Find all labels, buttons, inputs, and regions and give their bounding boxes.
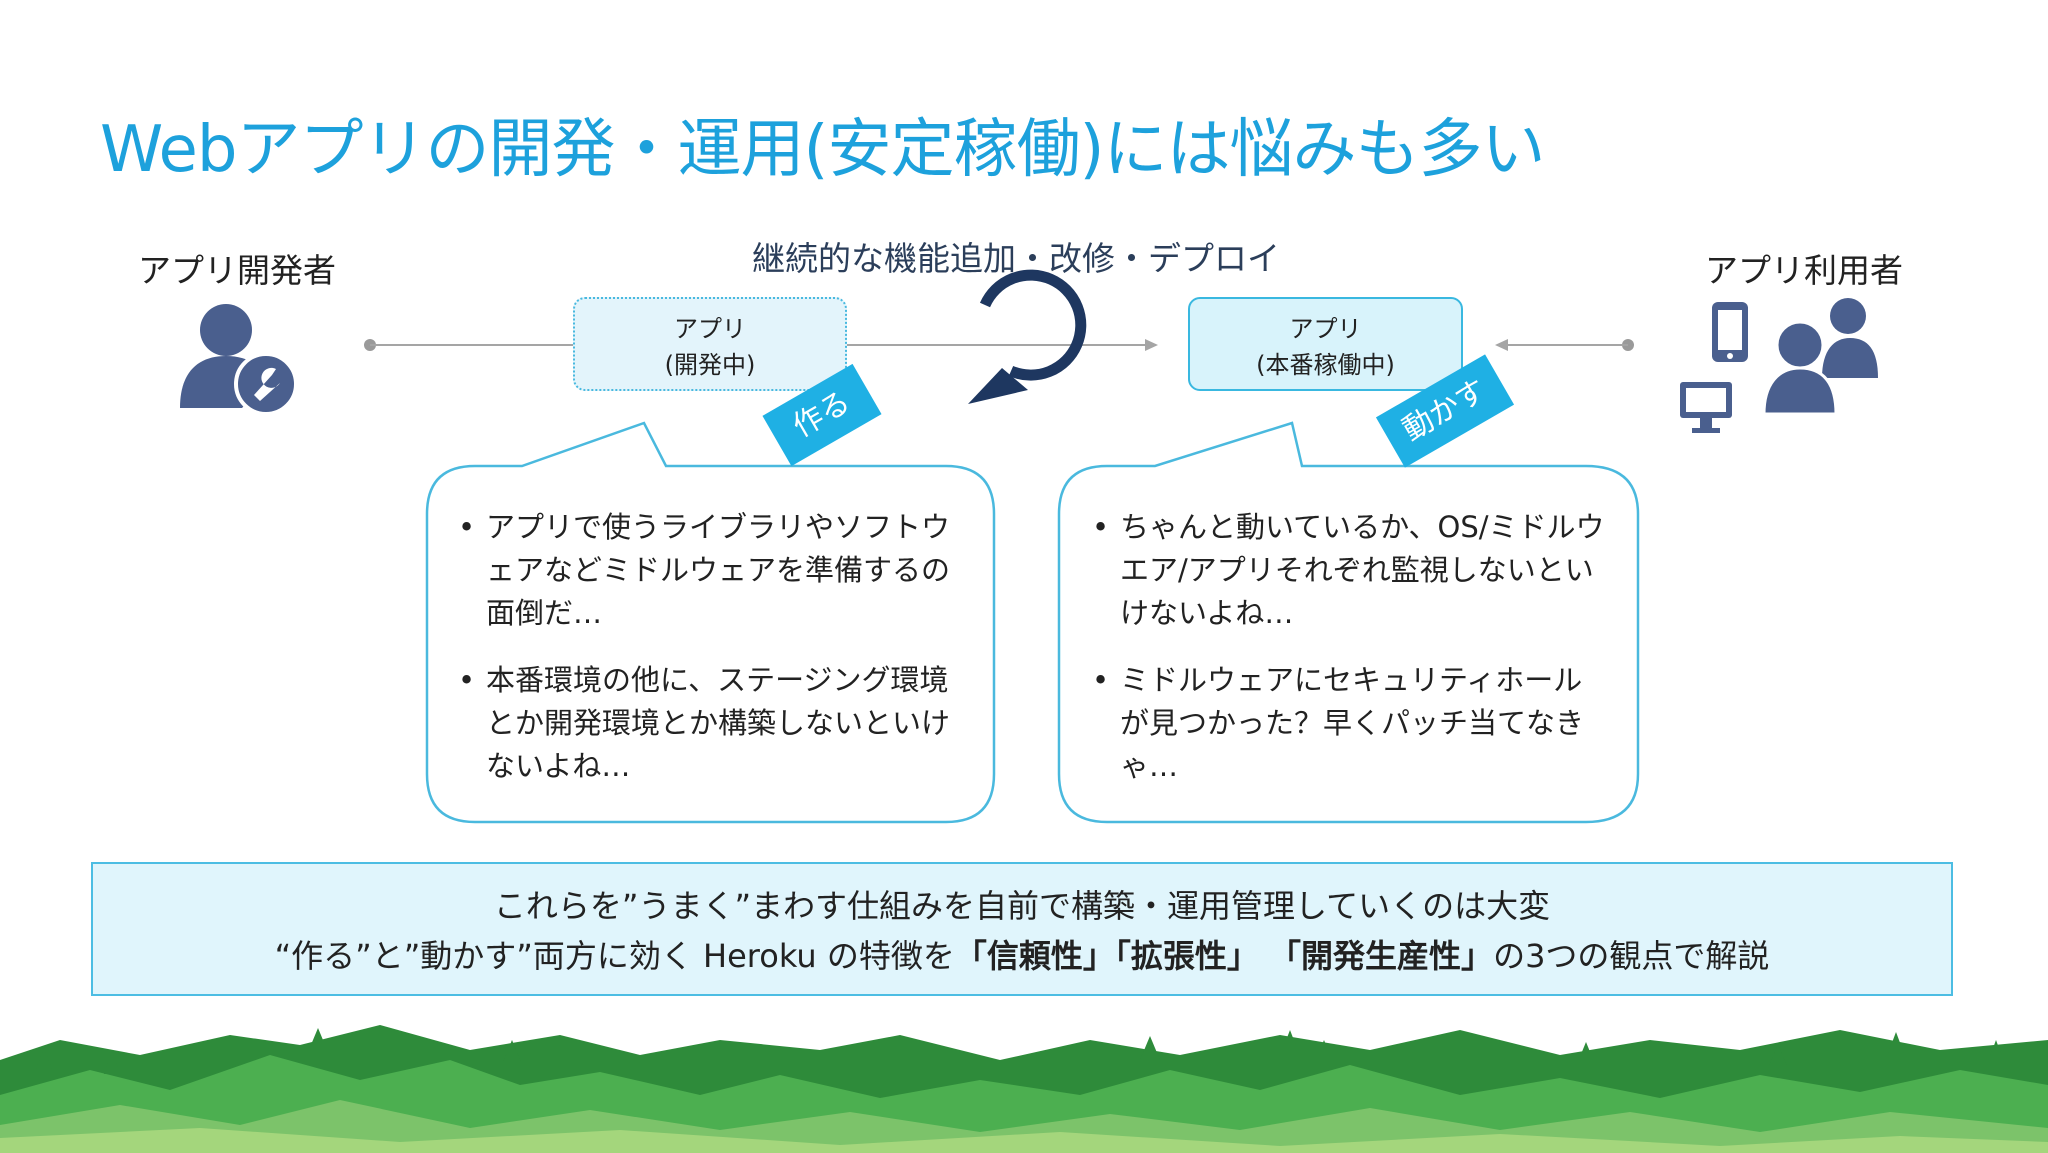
- page-title: Webアプリの開発・運用(安定稼働)には悩みも多い: [100, 113, 1545, 187]
- list-item: ちゃんと動いているか、OS/ミドルウエア/アプリそれぞれ監視しないといけないよね…: [1090, 506, 1610, 635]
- right-bubble-list: ちゃんと動いているか、OS/ミドルウエア/アプリそれぞれ監視しないといけないよね…: [1090, 506, 1610, 812]
- highlight-productivity: 「開発生産性」: [1269, 937, 1494, 975]
- connector-dev: [364, 339, 573, 351]
- app-dev-line1: アプリ: [674, 315, 746, 343]
- refresh-cycle-icon: [968, 269, 1087, 404]
- highlight-scalability: 「拡張性」: [1114, 937, 1259, 975]
- app-prod-line2: (本番稼働中): [1256, 351, 1395, 379]
- summary-box: これらを”うまく”まわす仕組みを自前で構築・運用管理していくのは大変 “作る”と…: [91, 862, 1953, 996]
- list-item: 本番環境の他に、ステージング環境とか開発環境とか構築しないといけないよね…: [456, 659, 956, 788]
- summary-line2: “作る”と”動かす”両方に効く Heroku の特徴を「信頼性」「拡張性」 「開…: [93, 931, 1951, 981]
- connector-deploy-arrow: [847, 339, 1158, 351]
- app-in-production-box: アプリ (本番稼働中): [1188, 297, 1463, 391]
- list-item: ミドルウェアにセキュリティホールが見つかった？早くパッチ当てなきゃ…: [1090, 659, 1610, 788]
- app-prod-line1: アプリ: [1289, 315, 1362, 343]
- app-dev-line2: (開発中): [664, 351, 756, 379]
- app-in-development-box: アプリ (開発中): [573, 297, 847, 391]
- list-item: アプリで使うライブラリやソフトウェアなどミドルウェアを準備するの面倒だ…: [456, 506, 956, 635]
- left-bubble-list: アプリで使うライブラリやソフトウェアなどミドルウェアを準備するの面倒だ… 本番環…: [456, 506, 956, 812]
- connector-user-arrow: [1495, 339, 1634, 351]
- highlight-reliability: 「信頼性」: [954, 937, 1115, 975]
- people-devices-icon: [1680, 298, 1878, 433]
- person-wrench-icon: [180, 304, 298, 416]
- summary-line2-suffix: の3つの観点で解説: [1493, 937, 1770, 975]
- summary-line2-prefix: “作る”と”動かす”両方に効く Heroku の特徴を: [274, 937, 955, 975]
- user-label: アプリ利用者: [1705, 251, 1903, 290]
- developer-label: アプリ開発者: [138, 251, 336, 290]
- forest-hills-decoration: [0, 1025, 2048, 1153]
- deploy-cycle-label: 継続的な機能追加・改修・デプロイ: [752, 239, 1280, 278]
- summary-line1: これらを”うまく”まわす仕組みを自前で構築・運用管理していくのは大変: [493, 887, 1551, 925]
